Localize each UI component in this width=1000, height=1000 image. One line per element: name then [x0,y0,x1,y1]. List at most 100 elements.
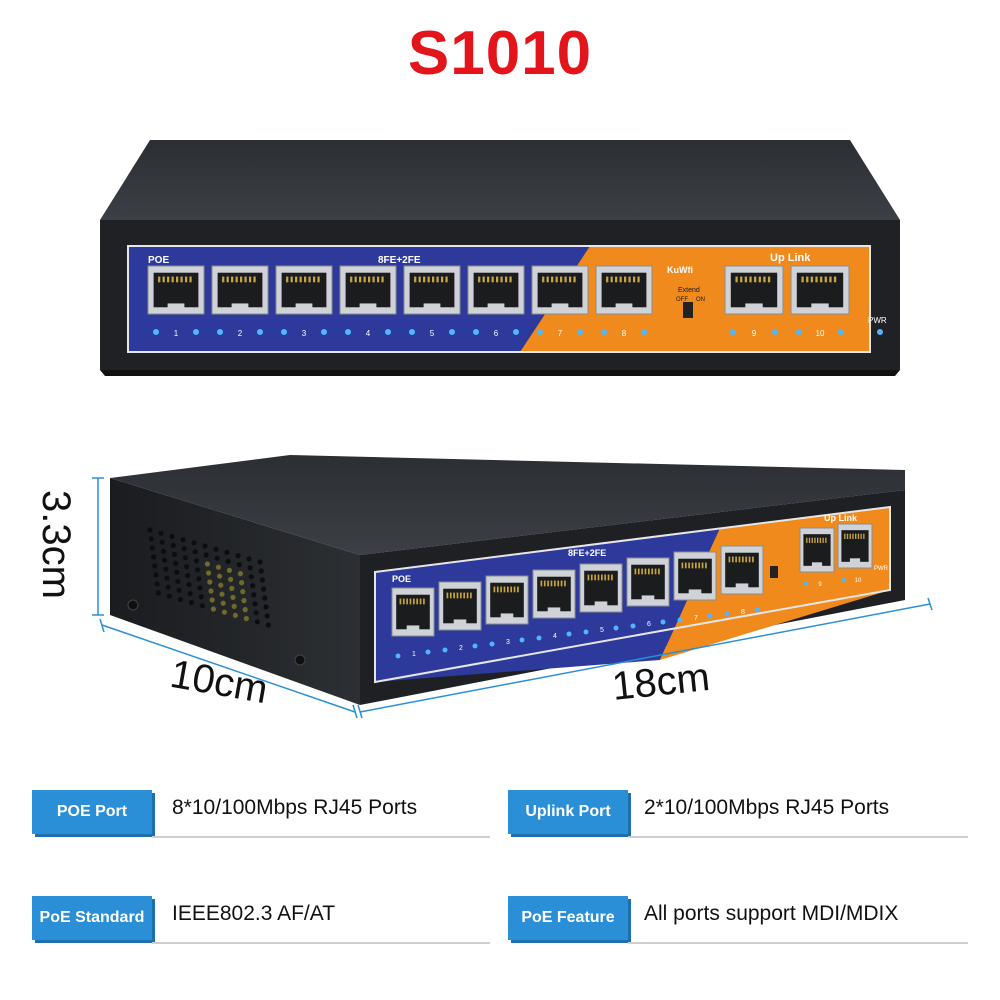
rj45-poe-port [595,265,653,315]
rj45-uplink-port [724,265,784,315]
spec-value: All ports support MDI/MDIX [644,902,899,925]
vent-hole [206,570,212,576]
vent-hole [174,569,180,576]
vent-hole [171,551,177,558]
vent-hole [176,587,182,594]
vent-hole [147,527,153,533]
vent-hole [219,591,225,597]
vent-hole [215,564,221,570]
vent-hole [173,560,179,567]
rj45-poe-port [532,569,576,619]
uplink-label: Up Link [770,252,811,264]
vent-hole [153,572,159,578]
led-indicator [583,629,589,635]
vent-hole [152,563,158,569]
vent-hole [148,536,154,542]
led-indicator [803,581,809,587]
led-indicator [707,613,713,619]
uplink-label-2: Up Link [824,513,858,523]
rj45-poe-port [626,557,670,607]
rj45-uplink-port [790,265,850,315]
vent-hole [246,556,252,562]
vent-hole [188,600,194,606]
led-indicator [841,577,847,583]
vent-hole [239,580,245,586]
led-indicator [395,653,401,659]
vent-hole [170,542,176,549]
vent-hole [231,603,237,610]
vent-hole [257,559,263,565]
rj45-uplink-port [837,523,873,569]
led-indicator [257,329,263,335]
port-number: 4 [553,633,557,640]
led-indicator [796,329,802,335]
vent-hole [232,612,238,619]
port-number: 3 [506,639,510,646]
port-number: 2 [459,645,463,652]
led-indicator [566,631,572,637]
spec-underline [628,836,968,838]
rj45-poe-port [467,265,525,315]
vent-hole [191,540,197,546]
rj45-poe-port [673,551,717,601]
led-indicator [641,329,647,335]
led-indicator [577,329,583,335]
port-number: 5 [430,329,435,338]
vent-hole [166,593,172,599]
vent-hole [217,573,223,579]
port-number: 8 [741,609,745,616]
spec-key: PoE Feature [508,896,628,940]
led-indicator [677,617,683,623]
led-indicator [630,623,636,629]
led-indicator [601,329,607,335]
port-number: 8 [622,329,627,338]
port-number: 9 [818,582,822,588]
extend-label: Extend [678,287,700,294]
poe-label: POE [148,255,169,266]
led-indicator [217,329,223,335]
led-indicator [613,625,619,631]
vent-hole [259,577,265,583]
vent-hole [226,567,232,574]
rj45-poe-port [275,265,333,315]
vent-hole [197,585,203,591]
extend-switch [683,302,693,318]
led-indicator [385,329,391,335]
rj45-poe-port [579,563,623,613]
spec-value: 8*10/100Mbps RJ45 Ports [172,796,418,819]
vent-hole [240,589,246,595]
vent-hole [210,606,216,612]
port-number: 5 [600,627,604,634]
vent-hole [204,561,210,567]
port-number: 6 [647,621,651,628]
led-indicator [660,619,666,625]
spec-value: 2*10/100Mbps RJ45 Ports [644,796,890,819]
rj45-poe-port [403,265,461,315]
vent-hole [237,571,243,577]
vent-hole [175,578,181,585]
spec-underline [152,942,490,944]
vent-hole [261,586,267,592]
vent-hole [207,579,213,585]
spec-key: Uplink Port [508,790,628,834]
vent-hole [236,562,242,568]
vent-hole [180,537,186,543]
vent-hole [264,613,270,619]
led-indicator [442,647,448,653]
pwr-label-2: PWR [874,566,889,572]
led-indicator [519,637,525,643]
vent-hole [165,584,171,590]
rj45-poe-port [720,545,764,595]
power-led [877,329,883,335]
vent-hole [164,575,170,581]
led-indicator [281,329,287,335]
port-number: 2 [238,329,243,338]
vent-hole [258,568,264,574]
vent-hole [162,557,168,563]
port-number: 10 [855,578,862,584]
vent-hole [154,581,160,587]
port-number: 6 [494,329,499,338]
rj45-poe-port [391,587,435,637]
